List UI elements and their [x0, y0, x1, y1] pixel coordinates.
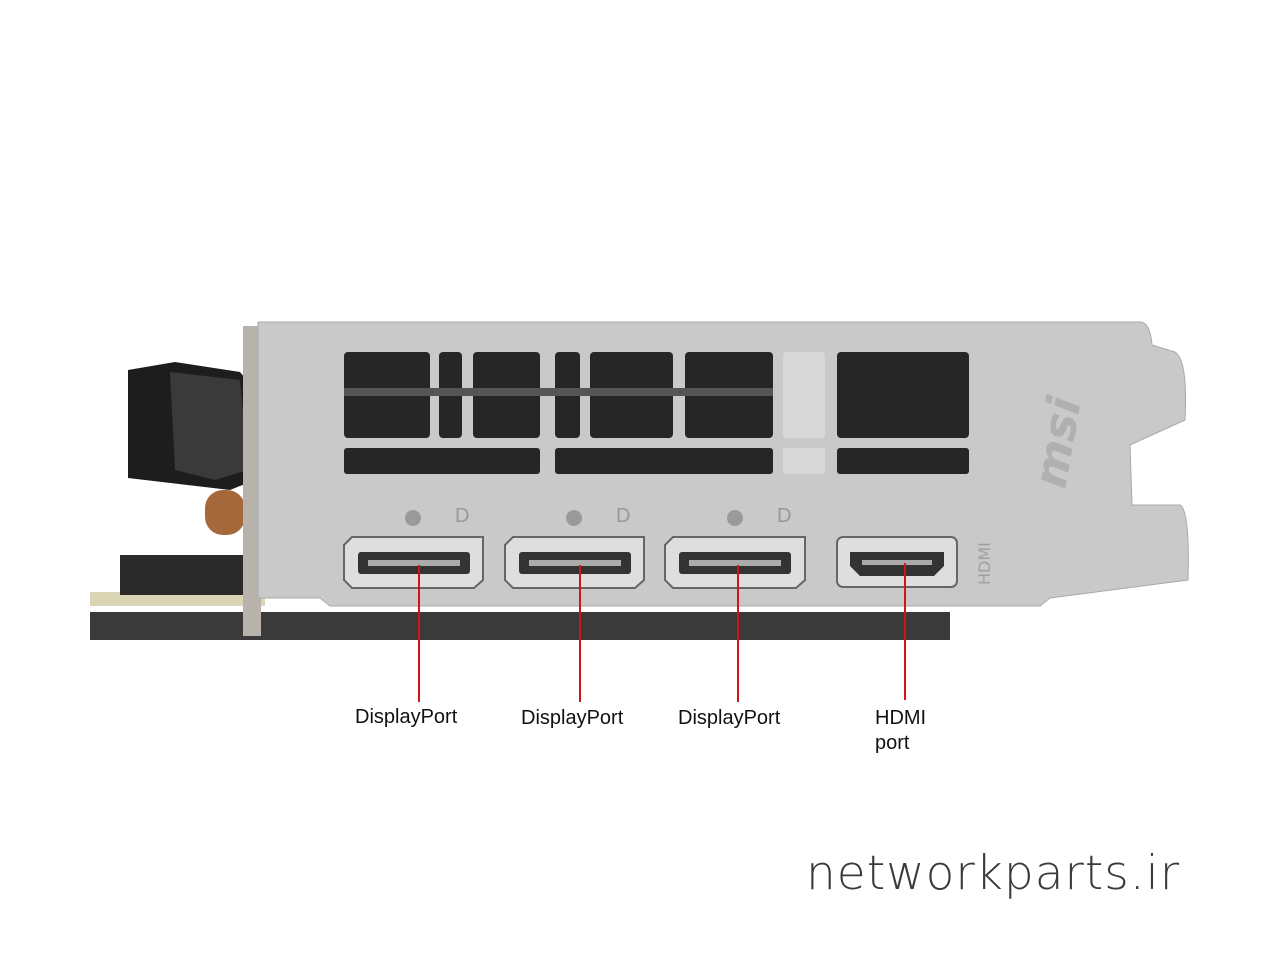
- label-displayport-2: DisplayPort: [521, 707, 624, 729]
- cooler-and-pcb: [90, 326, 950, 640]
- leader-lines: [418, 563, 906, 702]
- vent-cutouts: [344, 352, 969, 474]
- svg-text:D: D: [616, 505, 630, 527]
- svg-text:D: D: [777, 505, 791, 527]
- svg-text:D: D: [455, 505, 469, 527]
- label-displayport-1: DisplayPort: [355, 706, 458, 728]
- displayport-2: D: [504, 505, 645, 589]
- label-hdmi-port: HDMI port: [875, 706, 926, 756]
- label-hdmi-line1: HDMI: [875, 707, 927, 729]
- label-displayport-3: DisplayPort: [678, 707, 781, 729]
- displayport-3: D: [664, 505, 806, 589]
- io-bracket: msi HDMI: [257, 321, 1189, 607]
- hdmi-engraving: HDMI: [975, 542, 994, 585]
- hdmi-port: [836, 536, 958, 588]
- label-hdmi-line2: port: [875, 732, 910, 754]
- watermark: networkparts.ir: [806, 846, 1181, 901]
- displayport-1: D: [343, 505, 484, 589]
- ports: D D D: [343, 505, 958, 589]
